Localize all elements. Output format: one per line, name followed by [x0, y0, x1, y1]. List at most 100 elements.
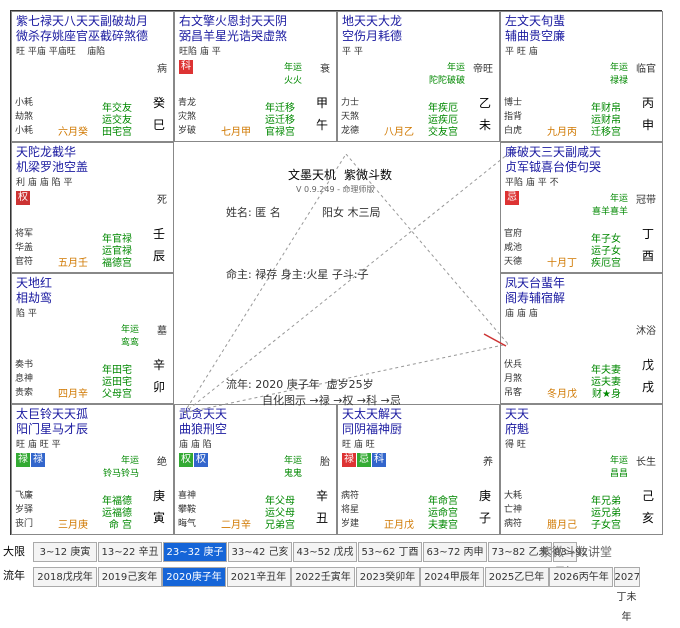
palace-cell-wu[interactable]: 右文擎火恩封天天阴 弼昌羊星光诰哭虚煞旺陷 庙 平科年运 火火青龙 灾煞 岁破七…: [174, 11, 337, 142]
ganzhi: 乙 未: [478, 96, 491, 132]
year-tab[interactable]: 2024甲辰年: [420, 567, 484, 587]
ganzhi: 丙 申: [641, 96, 654, 132]
decade-tab[interactable]: 63~72 丙申: [423, 542, 487, 562]
month-label: 五月壬: [58, 258, 88, 269]
palace-cell-yin[interactable]: 太巨铃天天孤 阳门星马才辰旺 庙 旺 平禄禄年运 铃马铃马飞廉 岁驿 丧门三月庚…: [11, 404, 174, 535]
palace-cell-mao[interactable]: 天地红 相劫鸾陷 平年运 鸾鸾奏书 息神 贵索四月辛年田宅 运田宅 父母宫辛 卯…: [11, 273, 174, 404]
changsheng: 胎: [320, 457, 330, 468]
year-tab[interactable]: 2023癸卯年: [355, 567, 420, 587]
palace-names: 年兄弟 运兄弟 子女宫: [591, 496, 621, 531]
ziwei-chart: 紫七禄天八天天副破劫月 微杀存姚座官巫截碎煞德旺 平庙 平庙旺 庙陷小耗 劫煞 …: [10, 10, 663, 535]
month-label: 腊月己: [547, 520, 577, 531]
palace-cell-hai[interactable]: 天天 府魁得 旺年运 昌昌大耗 亡神 病符腊月己年兄弟 运兄弟 子女宫己 亥长生: [500, 404, 663, 535]
year-tab[interactable]: 2026丙午年: [549, 567, 613, 587]
flying-star-lines: [184, 154, 508, 413]
person-name: 姓名: 匿 名: [226, 206, 281, 219]
decade-tab[interactable]: 43~52 戊戌: [293, 542, 357, 562]
decade-tab[interactable]: 13~22 辛丑: [98, 542, 162, 562]
decade-tab[interactable]: 3~12 庚寅: [33, 542, 97, 562]
shensha-list: 博士 指背 白虎: [504, 98, 523, 136]
decade-tab[interactable]: 53~62 丁酉: [358, 542, 422, 562]
palace-cell-wei[interactable]: 地天天大龙 空伤月耗德平 平年运 陀陀破破力士 天煞 龙德八月乙年疾厄 运疾厄 …: [337, 11, 500, 142]
star-names: 武贪天天 曲狼刑空: [179, 407, 228, 436]
month-label: 正月戊: [384, 520, 414, 531]
year-tab[interactable]: 2019己亥年: [97, 567, 162, 587]
palace-names: 年子女 运子女 疾厄宫: [591, 234, 621, 269]
year-tab[interactable]: 2022壬寅年: [291, 567, 355, 587]
ganzhi: 己 亥: [641, 489, 654, 525]
decade-label: 大限: [3, 545, 25, 558]
month-label: 三月庚: [58, 520, 88, 531]
palace-names: 年迁移 运迁移 官禄宫: [265, 103, 295, 138]
star-names: 凤天台蜚年 阁寿辅宿解: [505, 276, 566, 305]
palace-names: 年田宅 运田宅 父母宫: [102, 365, 132, 400]
star-names: 天太天解天 同阴福神厨: [342, 407, 403, 436]
flow-stars: 年运 铃马铃马: [102, 456, 139, 479]
star-names: 廉破天三天副咸天 贞军钺喜台使句哭: [505, 145, 602, 174]
star-brightness: 旺 平庙 平庙旺 庙陷: [16, 47, 106, 57]
decade-tab[interactable]: 73~82 乙未: [488, 542, 552, 562]
palace-cell-xu[interactable]: 凤天台蜚年 阁寿辅宿解庙 庙 庙伏兵 月煞 吊客冬月戊年夫妻 运夫妻 财★身戊 …: [500, 273, 663, 404]
star-brightness: 平陷 庙 平 不: [505, 178, 559, 188]
ganzhi: 壬 辰: [152, 227, 165, 263]
palace-cell-zi[interactable]: 天太天解天 同阴福神厨旺 庙 旺禄忌科病符 将星 岁建正月戊年命宫 运命宫 夫妻…: [337, 404, 500, 535]
flow-stars: 年运 火火: [283, 63, 302, 86]
year-tab[interactable]: 2027丁未年: [613, 567, 640, 623]
palace-names: 年财帛 运财帛 迁移宫: [591, 103, 621, 138]
star-names: 紫七禄天八天天副破劫月 微杀存姚座官巫截碎煞德: [16, 14, 149, 43]
shensha-list: 飞廉 岁驿 丧门: [15, 491, 34, 529]
yin-yang: 阳女 木三局: [322, 206, 381, 219]
star-brightness: 旺 庙 旺 平: [16, 440, 61, 450]
palace-cell-chou[interactable]: 武贪天天 曲狼刑空庙 庙 陷权权年运 鬼鬼喜神 攀鞍 晦气二月辛年父母 运父母 …: [174, 404, 337, 535]
star-names: 天天 府魁: [505, 407, 530, 436]
star-brightness: 利 庙 庙 陷 平: [16, 178, 73, 188]
decade-tab[interactable]: 23~32 庚子: [163, 542, 227, 562]
year-tab[interactable]: 2018戊戌年: [33, 567, 97, 587]
shensha-list: 大耗 亡神 病符: [504, 491, 523, 529]
flow-stars: 年运 鬼鬼: [283, 456, 302, 479]
star-names: 右文擎火恩封天天阴 弼昌羊星光诰哭虚煞: [179, 14, 288, 43]
star-brightness: 陷 平: [16, 309, 37, 319]
flow-stars: 年运 昌昌: [609, 456, 628, 479]
palace-names: 年命宫 运命宫 夫妻宫: [428, 496, 458, 531]
sihua-badge: 禄: [342, 453, 356, 467]
sihua-badge: 权: [16, 191, 30, 205]
watermark: 紫微斗数讲堂: [540, 545, 613, 559]
palace-names: 年疾厄 运疾厄 交友宫: [428, 103, 458, 138]
sihua-badge: 科: [179, 60, 193, 74]
changsheng: 养: [483, 457, 493, 468]
star-brightness: 庙 庙 陷: [179, 440, 212, 450]
month-label: 四月辛: [58, 389, 88, 400]
shensha-list: 将军 华盖 官符: [15, 229, 34, 267]
year-tab[interactable]: 2020庚子年: [162, 567, 226, 587]
app-title: 文墨天机: [288, 168, 337, 182]
ganzhi: 癸 巳: [152, 96, 165, 132]
year-tab[interactable]: 2021辛丑年: [226, 567, 291, 587]
star-names: 天陀龙截华 机梁罗池空盖: [16, 145, 89, 174]
palace-cell-si[interactable]: 紫七禄天八天天副破劫月 微杀存姚座官巫截碎煞德旺 平庙 平庙旺 庙陷小耗 劫煞 …: [11, 11, 174, 142]
ganzhi: 辛 卯: [152, 358, 165, 394]
decade-tab[interactable]: 33~42 己亥: [228, 542, 292, 562]
star-names: 左文天旬蜚 辅曲贵空廉: [505, 14, 566, 43]
sihua-badge: 禄: [16, 453, 30, 467]
star-names: 太巨铃天天孤 阳门星马才辰: [16, 407, 89, 436]
star-brightness: 平 旺 庙: [505, 47, 538, 57]
shensha-list: 力士 天煞 龙德: [341, 98, 360, 136]
flow-stars: 年运 喜羊喜羊: [591, 194, 628, 217]
palace-cell-chen[interactable]: 天陀龙截华 机梁罗池空盖利 庙 庙 陷 平权将军 华盖 官符五月壬 年官禄 运官禄…: [11, 142, 174, 273]
star-names: 天地红 相劫鸾: [16, 276, 53, 305]
palace-cell-shen[interactable]: 左文天旬蜚 辅曲贵空廉平 旺 庙年运 禄禄博士 指背 白虎九月丙年财帛 运财帛 …: [500, 11, 663, 142]
changsheng: 临官: [636, 64, 656, 75]
month-label: 十月丁: [547, 258, 577, 269]
palace-cell-you[interactable]: 廉破天三天副咸天 贞军钺喜台使句哭平陷 庙 平 不忌年运 喜羊喜羊官府 咸池 天…: [500, 142, 663, 273]
flow-stars: 年运 禄禄: [609, 63, 628, 86]
sihua-badge: 忌: [505, 191, 519, 205]
star-brightness: 得 旺: [505, 440, 526, 450]
app-subtitle: 紫微斗数: [344, 168, 393, 182]
ganzhi: 丁 酉: [641, 227, 654, 263]
changsheng: 沐浴: [636, 326, 656, 337]
palace-names: 年官禄 运官禄 福德宫: [102, 234, 132, 269]
ganzhi: 庚 子: [478, 489, 491, 525]
year-tab[interactable]: 2025乙巳年: [484, 567, 549, 587]
sihua-badge: 忌: [357, 453, 371, 467]
